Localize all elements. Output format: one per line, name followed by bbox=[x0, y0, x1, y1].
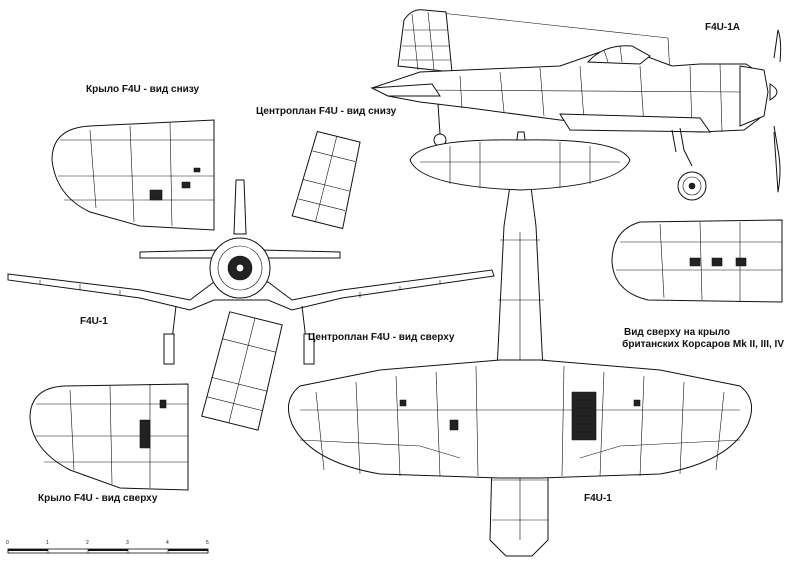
wing-top-view bbox=[29, 383, 189, 491]
label-british-wing-line2: британских Корсаров Mk II, III, IV bbox=[622, 339, 784, 350]
scale-bar bbox=[7, 548, 209, 554]
label-british-wing-line1: Вид сверху на крыло bbox=[624, 327, 730, 338]
scale-tick: 2 bbox=[86, 540, 89, 546]
wing-bottom-view bbox=[51, 119, 215, 231]
plan-view-f4u1 bbox=[287, 131, 753, 557]
scale-tick: 1 bbox=[46, 540, 49, 546]
front-view-f4u1 bbox=[7, 179, 495, 365]
label-front-f4u1: F4U-1 bbox=[80, 316, 108, 327]
label-center-top: Центроплан F4U - вид сверху bbox=[308, 332, 455, 343]
center-section-top bbox=[201, 311, 283, 431]
label-f4u1a: F4U-1A bbox=[705, 22, 741, 33]
label-center-bottom: Центроплан F4U - вид снизу bbox=[256, 106, 397, 117]
side-view-f4u1a bbox=[370, 9, 782, 201]
label-wing-top: Крыло F4U - вид сверху bbox=[38, 493, 158, 504]
scale-tick: 3 bbox=[126, 540, 129, 546]
british-wing-view bbox=[611, 219, 783, 303]
scale-tick: 4 bbox=[166, 540, 169, 546]
label-plan-f4u1: F4U-1 bbox=[584, 493, 612, 504]
scale-tick: 5 bbox=[206, 540, 209, 546]
label-wing-bottom: Крыло F4U - вид снизу bbox=[86, 84, 200, 95]
scale-tick: 0 bbox=[6, 540, 9, 546]
center-section-bottom bbox=[291, 130, 361, 230]
